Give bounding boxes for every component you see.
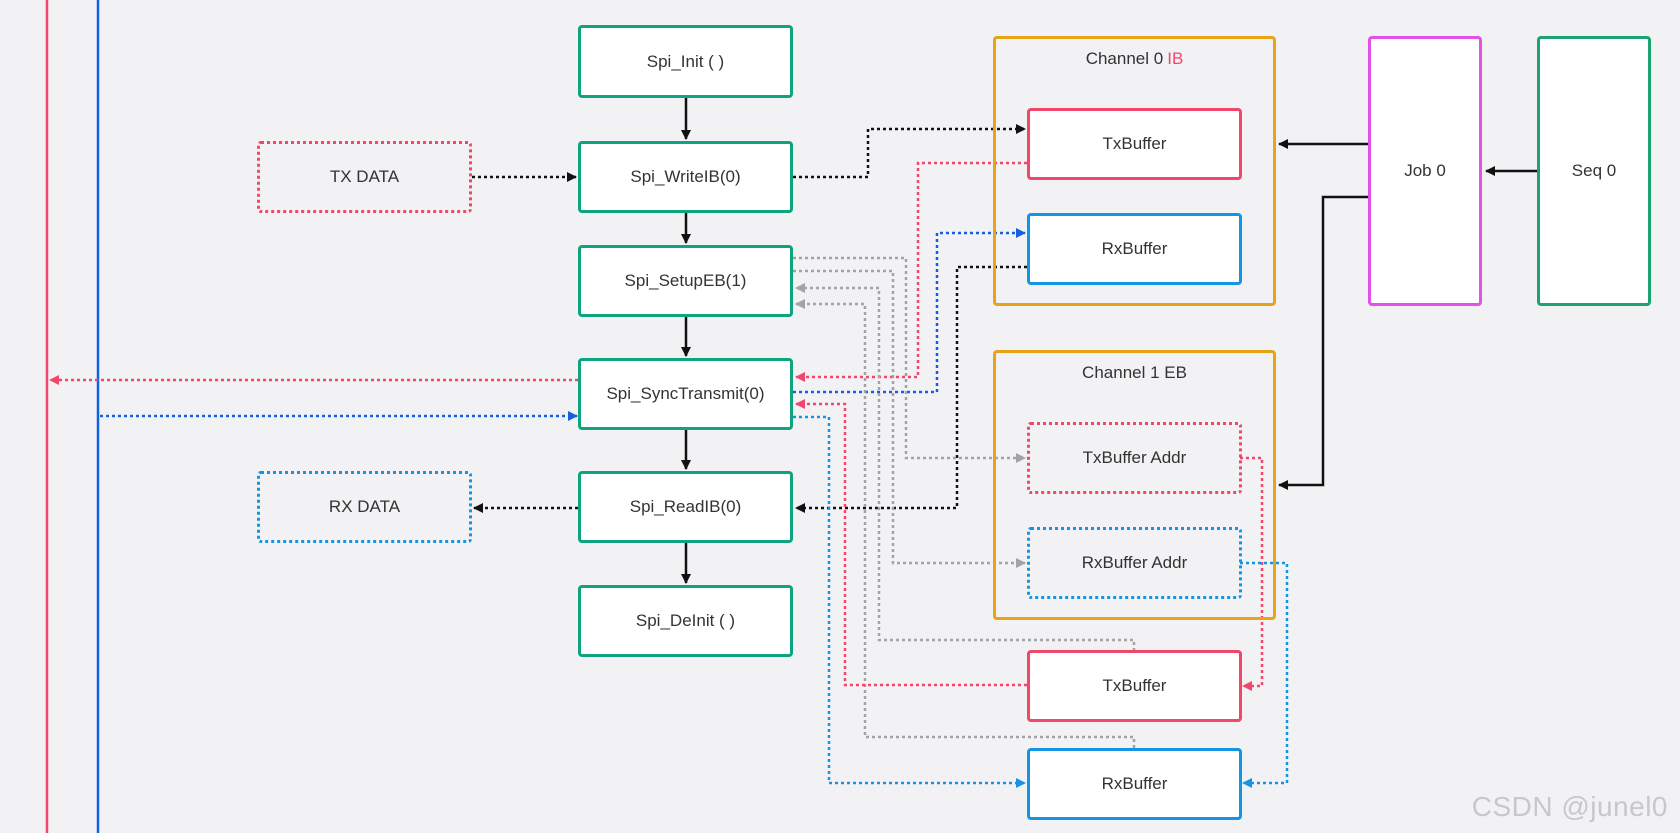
channel-0-rxbuffer: RxBuffer: [1027, 213, 1242, 285]
flow-job-to-ch1: [1278, 195, 1368, 490]
spi-writeib-label: Spi_WriteIB(0): [630, 167, 741, 186]
flow-write-to-ch0-tx: [793, 124, 1026, 179]
flow-tx-addr-to-ext-tx: [1240, 456, 1264, 691]
spi-setupeb-label: Spi_SetupEB(1): [624, 271, 747, 290]
spi-readib-box: Spi_ReadIB(0): [578, 471, 793, 543]
job-0-box: Job 0: [1368, 36, 1482, 306]
rx-data-box: RX DATA: [257, 471, 472, 543]
spi-synctransmit-box: Spi_SyncTransmit(0): [578, 358, 793, 430]
tx-data-label: TX DATA: [329, 167, 400, 186]
external-rxbuffer: RxBuffer: [1027, 748, 1242, 820]
flow-ext-tx-to-setup: [795, 283, 1136, 651]
flow-ext-rx-to-setup: [795, 299, 1136, 748]
flow-setup-to-rx-addr: [793, 269, 1026, 568]
spi-setupeb-box: Spi_SetupEB(1): [578, 245, 793, 317]
channel-0-txbuffer: TxBuffer: [1027, 108, 1242, 180]
watermark: CSDN @junel0: [1471, 791, 1668, 822]
spi-init-box: Spi_Init ( ): [578, 25, 793, 98]
flow-sync-to-ext-rx: [793, 415, 1026, 788]
channel-1-container: Channel 1 EB: [993, 350, 1276, 620]
channel-1-txbuffer-addr-label: TxBuffer Addr: [1082, 448, 1187, 467]
channel-0-txbuffer-label: TxBuffer: [1102, 134, 1167, 153]
channel-1-txbuffer-addr: TxBuffer Addr: [1027, 422, 1242, 494]
external-rxbuffer-label: RxBuffer: [1101, 774, 1168, 793]
channel-0-rxbuffer-label: RxBuffer: [1101, 239, 1168, 258]
channel-0-mode: IB: [1167, 49, 1184, 68]
spi-init-label: Spi_Init ( ): [646, 51, 725, 71]
flow-rx-addr-to-ext-rx: [1240, 561, 1289, 788]
external-txbuffer-label: TxBuffer: [1102, 676, 1167, 695]
flow-ch0-tx-to-sync: [795, 161, 1027, 382]
tx-data-box: TX DATA: [257, 141, 472, 213]
channel-1-rxbuffer-addr: RxBuffer Addr: [1027, 527, 1242, 599]
seq-0-box: Seq 0: [1537, 36, 1651, 306]
channel-0-name: Channel 0: [1085, 49, 1164, 68]
spi-writeib-box: Spi_WriteIB(0): [578, 141, 793, 213]
flow-ext-tx-to-sync: [795, 399, 1027, 687]
channel-1-title: Channel 1 EB: [1082, 363, 1187, 382]
spi-deinit-label: Spi_DeInit ( ): [635, 611, 736, 630]
flow-setup-to-tx-addr: [793, 256, 1026, 463]
channel-1-rxbuffer-addr-label: RxBuffer Addr: [1081, 553, 1188, 572]
flow-ch0-rx-to-read: [795, 265, 1027, 513]
seq-0-label: Seq 0: [1571, 161, 1617, 180]
spi-deinit-box: Spi_DeInit ( ): [578, 585, 793, 657]
spi-readib-label: Spi_ReadIB(0): [629, 497, 742, 516]
spi-synctransmit-label: Spi_SyncTransmit(0): [606, 384, 765, 403]
rx-data-label: RX DATA: [328, 497, 401, 516]
job-0-label: Job 0: [1404, 161, 1446, 180]
flow-sync-to-ch0-rx: [793, 228, 1026, 394]
external-txbuffer: TxBuffer: [1027, 650, 1242, 722]
